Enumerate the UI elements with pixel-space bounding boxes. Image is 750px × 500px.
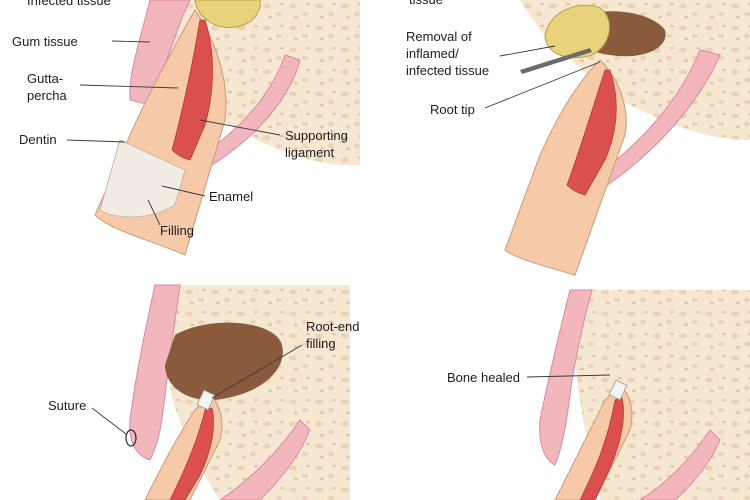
- enamel-crown: [99, 139, 186, 218]
- root-end-filling-plug: [196, 389, 216, 411]
- cavity: [165, 322, 283, 401]
- label-root-tip: Root tip: [430, 102, 475, 117]
- label-supporting-ligament-line1: Supporting: [285, 128, 348, 143]
- root-end-filling-plug: [608, 379, 628, 401]
- suture-knot: [125, 429, 137, 447]
- panel-4-healed: [526, 289, 750, 500]
- label-infected-tissue: Infected tissue: [27, 0, 111, 8]
- label-root-end-line2: filling: [306, 336, 336, 351]
- gum-lower: [219, 419, 311, 500]
- infected-tissue-blob: [544, 4, 610, 59]
- infected-tissue-blob: [194, 0, 261, 28]
- leader-enamel: [161, 185, 206, 197]
- label-root-end-line1: Root-end: [306, 319, 360, 334]
- label-filling: Filling: [160, 223, 194, 238]
- label-removal-infected-tissue: Removal of inflamed/ infected tissue: [406, 28, 489, 79]
- label-suture: Suture: [48, 398, 87, 413]
- gum-outer: [129, 284, 181, 461]
- panel-2-removal: [484, 0, 750, 276]
- label-gutta-percha-line2: percha: [27, 88, 67, 103]
- label-tissue: tissue: [409, 0, 443, 8]
- leader-filling: [147, 199, 161, 226]
- label-dentin: Dentin: [19, 132, 57, 147]
- leader-gum: [111, 40, 151, 43]
- leader-ligament: [199, 119, 281, 136]
- leader-removal: [499, 45, 556, 57]
- leader-bone-healed: [526, 374, 611, 378]
- panel-3-root-end-filling: [91, 284, 350, 500]
- label-supporting-ligament: Supporting ligament: [285, 127, 348, 161]
- label-removal-line3: infected tissue: [406, 63, 490, 78]
- leader-root-tip: [484, 61, 601, 109]
- gutta-percha: [169, 407, 214, 500]
- gum-lower: [639, 429, 721, 500]
- label-supporting-ligament-line2: ligament: [285, 145, 335, 160]
- gutta-percha: [566, 69, 617, 196]
- label-removal-line2: inflamed/: [406, 46, 459, 61]
- leader-root-end: [211, 344, 303, 399]
- label-root-end-filling: Root-end filling: [306, 318, 359, 352]
- leader-dentin: [66, 139, 126, 143]
- leader-gutta: [79, 84, 179, 89]
- label-bone-healed: Bone healed: [447, 370, 521, 385]
- gum-outer: [539, 289, 593, 466]
- surgical-instrument: [520, 48, 592, 74]
- gutta-percha: [171, 19, 213, 161]
- label-gutta-percha-line1: Gutta-: [27, 71, 64, 86]
- leader-suture: [91, 407, 127, 435]
- label-removal-line1: Removal of: [406, 29, 472, 44]
- label-enamel: Enamel: [209, 189, 254, 204]
- label-gum-tissue: Gum tissue: [12, 34, 78, 49]
- panel-1-before: [66, 0, 360, 256]
- label-gutta-percha: Gutta- percha: [27, 70, 67, 104]
